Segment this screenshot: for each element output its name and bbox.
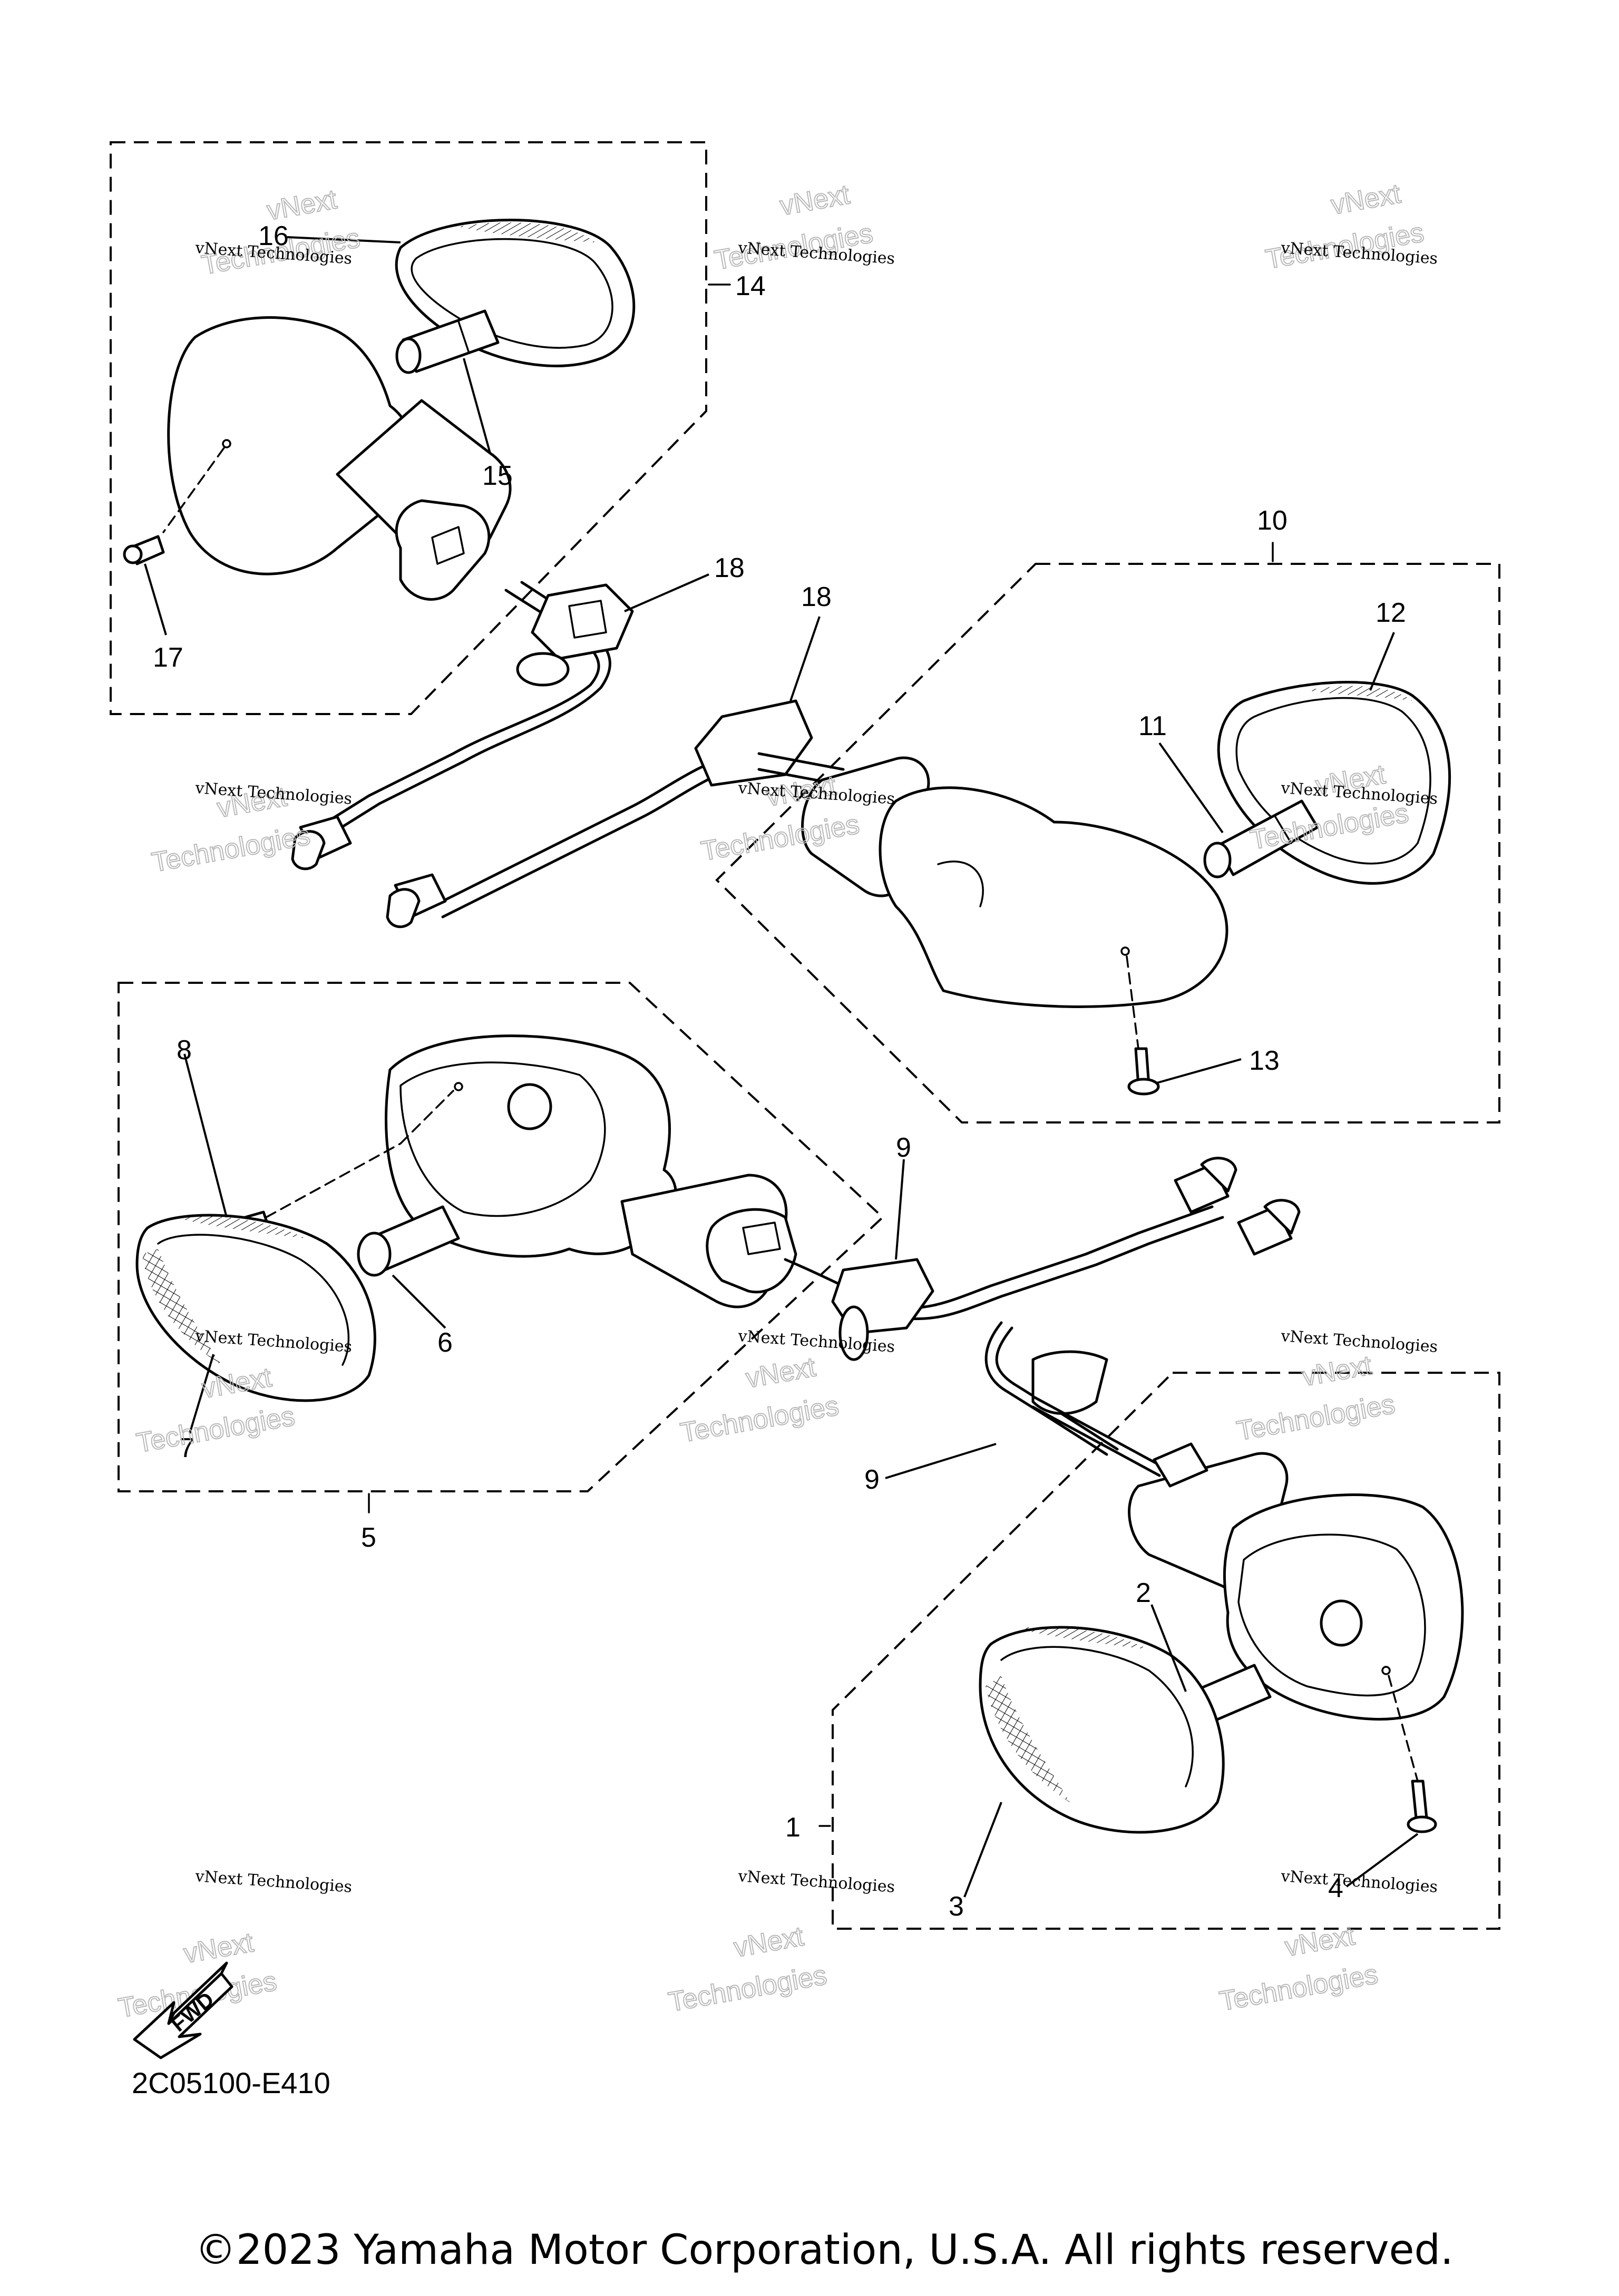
callout-1: 1 — [785, 1812, 801, 1843]
watermark: vNext Technologies — [1217, 1920, 1381, 2017]
svg-text:vNext: vNext — [778, 179, 853, 221]
watermark: vNext Technologies — [678, 1351, 842, 1449]
callout-12: 12 — [1376, 598, 1406, 628]
wire-harness-upper-right — [386, 699, 845, 929]
callout-18-right: 18 — [801, 582, 832, 612]
callout-17: 17 — [153, 642, 183, 673]
copyright-notice: ©2023 Yamaha Motor Corporation, U.S.A. A… — [195, 2226, 1454, 2274]
watermark-text: vNext Technologies — [1280, 1867, 1438, 1897]
bulb-15 — [395, 309, 500, 374]
group-box-5 — [118, 982, 884, 1513]
leader-lines — [144, 236, 1419, 1898]
callout-9-upper: 9 — [896, 1132, 911, 1163]
svg-text:Technologies: Technologies — [1217, 1959, 1380, 2017]
svg-text:vNext: vNext — [732, 1921, 806, 1963]
turn-signal-lower-right — [1128, 1442, 1464, 1833]
bulb-11 — [1203, 799, 1319, 878]
svg-text:Technologies: Technologies — [150, 820, 313, 878]
watermark-text: vNext Technologies — [194, 1867, 353, 1897]
group-box-10 — [715, 542, 1500, 1123]
svg-text:Technologies: Technologies — [678, 1391, 841, 1449]
callout-18-left: 18 — [714, 553, 745, 583]
callout-16: 16 — [258, 221, 289, 251]
callout-10: 10 — [1257, 505, 1288, 536]
watermark: vNext Technologies — [1234, 1350, 1398, 1447]
callout-3: 3 — [949, 1891, 964, 1922]
svg-text:vNext: vNext — [1329, 179, 1403, 221]
callout-11: 11 — [1138, 711, 1167, 741]
turn-signal-upper-right — [801, 756, 1228, 1096]
svg-text:Technologies: Technologies — [1234, 1389, 1397, 1447]
svg-text:vNext: vNext — [265, 184, 339, 226]
svg-text:Technologies: Technologies — [666, 1960, 829, 2018]
watermark: vNext Technologies — [666, 1921, 830, 2018]
svg-text:vNext: vNext — [744, 1352, 818, 1394]
group-box-1 — [818, 1372, 1500, 1930]
wire-harness-mid — [784, 1157, 1301, 1477]
group-box-14 — [110, 141, 731, 715]
svg-text:Technologies: Technologies — [134, 1401, 297, 1459]
callout-5: 5 — [361, 1522, 376, 1553]
callout-13: 13 — [1249, 1046, 1280, 1076]
bulb-6 — [357, 1205, 460, 1277]
svg-text:vNext: vNext — [1300, 1350, 1374, 1392]
callout-7: 7 — [179, 1433, 194, 1463]
wire-harness-upper-left — [291, 581, 634, 871]
lens-3 — [979, 1626, 1225, 1834]
callout-labels: 1 2 3 4 5 6 7 8 9 9 10 11 12 13 14 15 16… — [153, 221, 1406, 1922]
callout-15: 15 — [482, 461, 513, 491]
turn-signal-upper-left — [123, 316, 512, 601]
watermark-text: vNext Technologies — [737, 1867, 895, 1897]
callout-9-lower: 9 — [864, 1464, 880, 1495]
diagram-code: 2C05100-E410 — [132, 2066, 330, 2099]
callout-8: 8 — [177, 1035, 192, 1066]
lens-7 — [135, 1214, 376, 1402]
callout-14: 14 — [735, 271, 766, 301]
svg-text:vNext: vNext — [181, 1927, 256, 1969]
callout-6: 6 — [437, 1327, 453, 1358]
svg-text:vNext: vNext — [1283, 1920, 1358, 1962]
callout-2: 2 — [1136, 1578, 1151, 1608]
turn-signal-mid-left — [385, 1034, 797, 1308]
callout-4: 4 — [1328, 1873, 1343, 1903]
